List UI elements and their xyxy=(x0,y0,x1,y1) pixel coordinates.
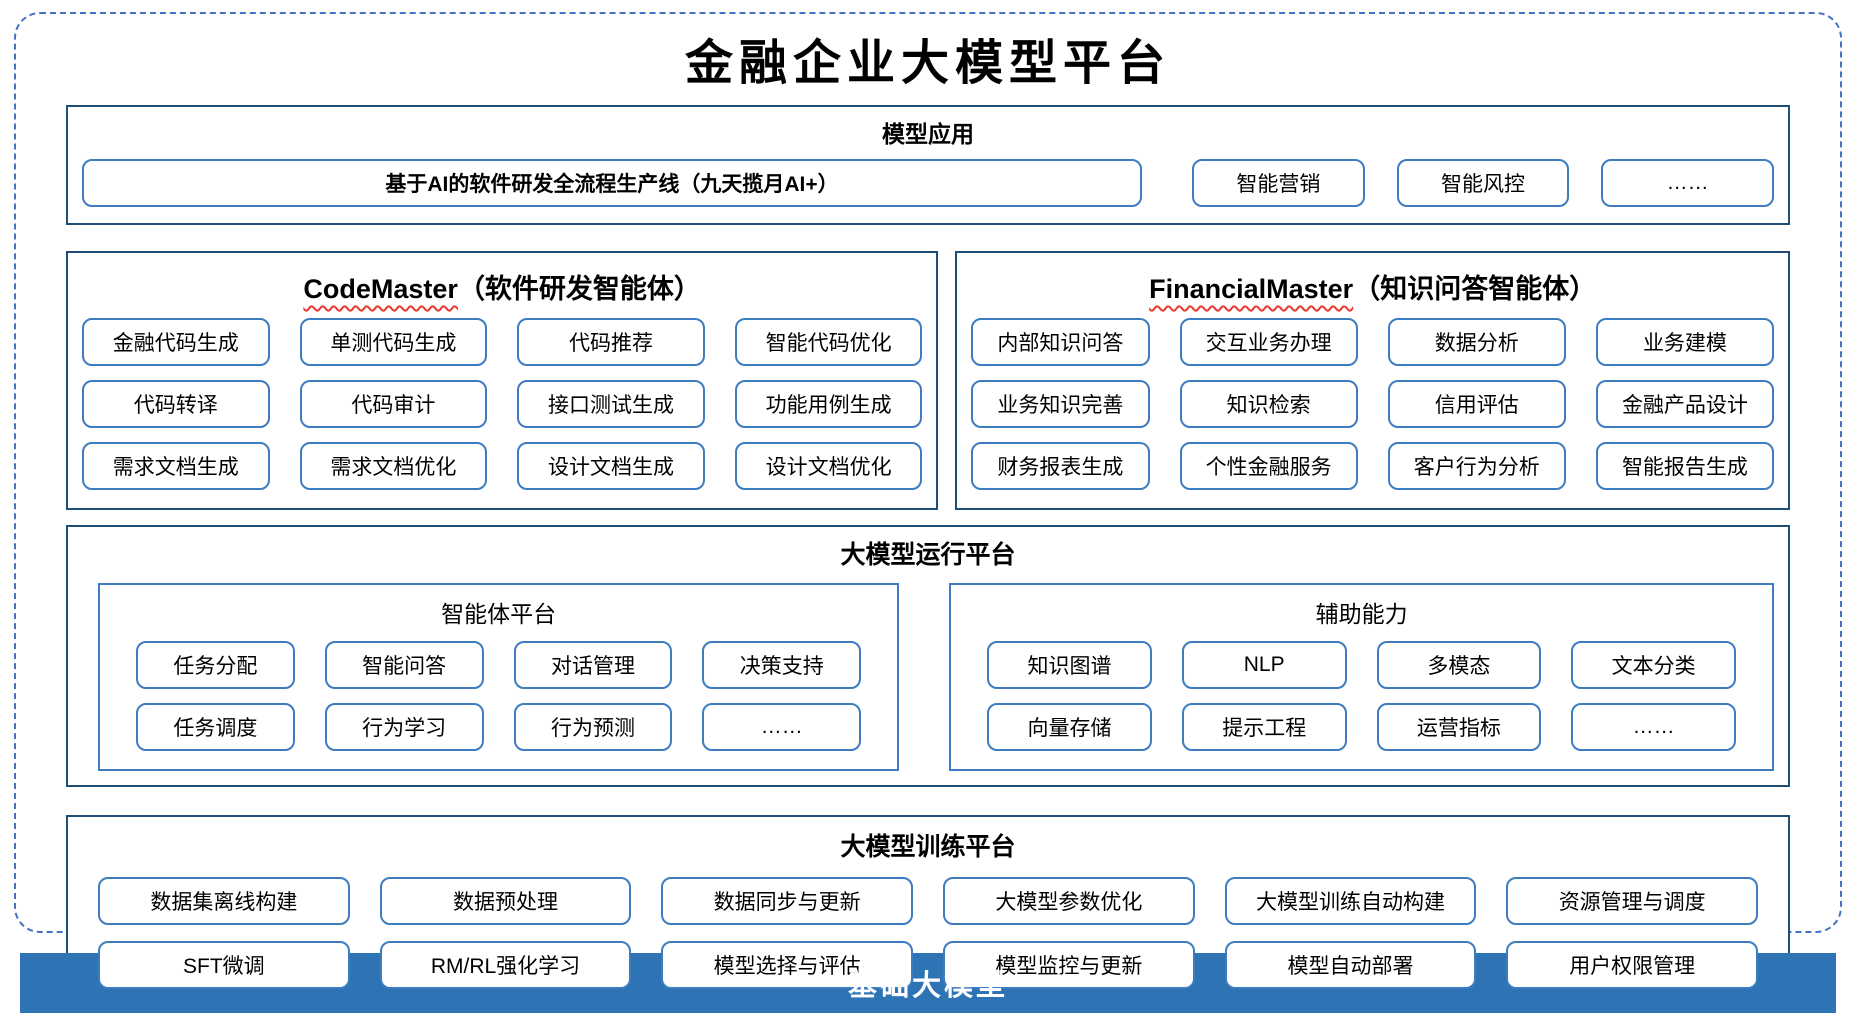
codemaster-row-3: 需求文档生成需求文档优化设计文档生成设计文档优化 xyxy=(68,442,936,491)
capability-pill: 智能代码优化 xyxy=(734,318,923,367)
outer-dashed-frame: 金融企业大模型平台 模型应用 基于AI的软件研发全流程生产线（九天揽月AI+） … xyxy=(14,12,1842,1014)
capability-pill: 智能问答 xyxy=(324,641,484,690)
capability-pill: 接口测试生成 xyxy=(517,380,705,429)
financialmaster-name: FinancialMaster xyxy=(1149,274,1354,305)
model-apps-row: 基于AI的软件研发全流程生产线（九天揽月AI+） 智能营销 智能风控 …… xyxy=(68,159,1788,208)
financialmaster-row-3: 财务报表生成个性金融服务客户行为分析智能报告生成 xyxy=(957,442,1788,491)
section-model-apps: 模型应用 基于AI的软件研发全流程生产线（九天揽月AI+） 智能营销 智能风控 … xyxy=(66,105,1790,226)
capability-pill: 多模态 xyxy=(1376,641,1542,690)
agent-platform-row-1: 任务分配智能问答对话管理决策支持 xyxy=(100,641,897,690)
capability-pill: NLP xyxy=(1181,641,1347,690)
agents-row: CodeMaster（软件研发智能体） 金融代码生成单测代码生成代码推荐智能代码… xyxy=(66,251,1790,511)
capability-pill: 智能报告生成 xyxy=(1595,442,1775,491)
page-title: 金融企业大模型平台 xyxy=(684,35,1171,91)
capability-pill: …… xyxy=(702,703,862,752)
capability-pill: 向量存储 xyxy=(987,703,1152,752)
capability-pill: 提示工程 xyxy=(1181,703,1347,752)
capability-pill: 内部知识问答 xyxy=(971,318,1150,367)
capability-pill: 需求文档生成 xyxy=(82,442,270,491)
capability-pill: 交互业务办理 xyxy=(1179,318,1358,367)
capability-pill: RM/RL强化学习 xyxy=(379,941,632,990)
agent-platform-header: 智能体平台 xyxy=(441,601,557,628)
capability-pill: 需求文档优化 xyxy=(299,442,488,491)
capability-pill: 单测代码生成 xyxy=(299,318,488,367)
capability-pill: 模型选择与评估 xyxy=(661,941,914,990)
capability-pill: 大模型训练自动构建 xyxy=(1224,877,1477,926)
capability-pill: 数据预处理 xyxy=(379,877,632,926)
financialmaster-row-1: 内部知识问答交互业务办理数据分析业务建模 xyxy=(957,318,1788,367)
capability-pill: 功能用例生成 xyxy=(734,380,923,429)
capability-pill: 个性金融服务 xyxy=(1179,442,1358,491)
capability-pill: 金融产品设计 xyxy=(1595,380,1775,429)
capability-pill: 代码审计 xyxy=(299,380,488,429)
app-pill: 智能营销 xyxy=(1192,159,1365,208)
capability-pill: 大模型参数优化 xyxy=(943,877,1195,926)
section-runtime-platform: 大模型运行平台 智能体平台 任务分配智能问答对话管理决策支持 任务调度行为学习行… xyxy=(66,525,1790,788)
capability-pill: 数据集离线构建 xyxy=(98,877,350,926)
capability-pill: 知识检索 xyxy=(1179,380,1358,429)
codemaster-row-1: 金融代码生成单测代码生成代码推荐智能代码优化 xyxy=(68,318,936,367)
codemaster-name: CodeMaster xyxy=(303,274,458,305)
runtime-sub-row: 智能体平台 任务分配智能问答对话管理决策支持 任务调度行为学习行为预测 …… 辅助… xyxy=(68,581,1788,772)
app-pill: …… xyxy=(1601,159,1775,208)
section-financialmaster: FinancialMaster（知识问答智能体） 内部知识问答交互业务办理数据分… xyxy=(955,251,1790,511)
capability-pill: 对话管理 xyxy=(513,641,673,690)
capability-pill: 财务报表生成 xyxy=(971,442,1150,491)
auxiliary-row-2: 向量存储提示工程运营指标 …… xyxy=(951,703,1772,752)
training-header: 大模型训练平台 xyxy=(840,833,1016,862)
capability-pill: 运营指标 xyxy=(1376,703,1542,752)
financialmaster-header: FinancialMaster（知识问答智能体） xyxy=(957,257,1788,318)
app-pill: 智能风控 xyxy=(1396,159,1570,208)
agent-platform-row-2: 任务调度行为学习行为预测 …… xyxy=(100,703,897,752)
capability-pill: SFT微调 xyxy=(98,941,350,990)
auxiliary-box: 辅助能力 知识图谱 NLP 多模态文本分类 向量存储提示工程运营指标 …… xyxy=(949,583,1774,772)
capability-pill: 行为预测 xyxy=(513,703,673,752)
capability-pill: 设计文档生成 xyxy=(517,442,705,491)
capability-pill: 决策支持 xyxy=(702,641,862,690)
capability-pill: 模型自动部署 xyxy=(1224,941,1477,990)
codemaster-header: CodeMaster（软件研发智能体） xyxy=(68,257,936,318)
capability-pill: 用户权限管理 xyxy=(1506,941,1759,990)
capability-pill: 信用评估 xyxy=(1387,380,1566,429)
app-pill-main: 基于AI的软件研发全流程生产线（九天揽月AI+） xyxy=(82,159,1142,208)
capability-pill: 业务建模 xyxy=(1595,318,1775,367)
capability-pill: …… xyxy=(1571,703,1736,752)
auxiliary-header: 辅助能力 xyxy=(1315,601,1408,628)
model-apps-header: 模型应用 xyxy=(882,121,974,148)
section-codemaster: CodeMaster（软件研发智能体） 金融代码生成单测代码生成代码推荐智能代码… xyxy=(66,251,939,511)
capability-pill: 数据分析 xyxy=(1387,318,1566,367)
capability-pill: 模型监控与更新 xyxy=(943,941,1195,990)
capability-pill: 代码推荐 xyxy=(517,318,705,367)
capability-pill: 客户行为分析 xyxy=(1387,442,1566,491)
auxiliary-row-1: 知识图谱 NLP 多模态文本分类 xyxy=(951,641,1772,690)
capability-pill: 知识图谱 xyxy=(987,641,1152,690)
capability-pill: 文本分类 xyxy=(1571,641,1736,690)
runtime-header: 大模型运行平台 xyxy=(840,541,1016,570)
financialmaster-subtitle: （知识问答智能体） xyxy=(1353,274,1597,305)
capability-pill: 金融代码生成 xyxy=(82,318,270,367)
financialmaster-row-2: 业务知识完善知识检索信用评估金融产品设计 xyxy=(957,380,1788,429)
diagram-page: 金融企业大模型平台 模型应用 基于AI的软件研发全流程生产线（九天揽月AI+） … xyxy=(0,12,1856,1014)
codemaster-row-2: 代码转译代码审计接口测试生成功能用例生成 xyxy=(68,380,936,429)
capability-pill: 代码转译 xyxy=(82,380,270,429)
capability-pill: 数据同步与更新 xyxy=(661,877,914,926)
capability-pill: 任务分配 xyxy=(136,641,295,690)
codemaster-subtitle: （软件研发智能体） xyxy=(457,274,701,305)
training-row-2: SFT微调 RM/RL强化学习模型选择与评估模型监控与更新模型自动部署用户权限管理 xyxy=(68,941,1788,990)
capability-pill: 行为学习 xyxy=(324,703,484,752)
capability-pill: 任务调度 xyxy=(136,703,295,752)
capability-pill: 业务知识完善 xyxy=(971,380,1150,429)
training-row-1: 数据集离线构建数据预处理数据同步与更新大模型参数优化大模型训练自动构建资源管理与… xyxy=(68,877,1788,926)
agent-platform-box: 智能体平台 任务分配智能问答对话管理决策支持 任务调度行为学习行为预测 …… xyxy=(98,583,900,772)
capability-pill: 设计文档优化 xyxy=(734,442,923,491)
capability-pill: 资源管理与调度 xyxy=(1506,877,1759,926)
